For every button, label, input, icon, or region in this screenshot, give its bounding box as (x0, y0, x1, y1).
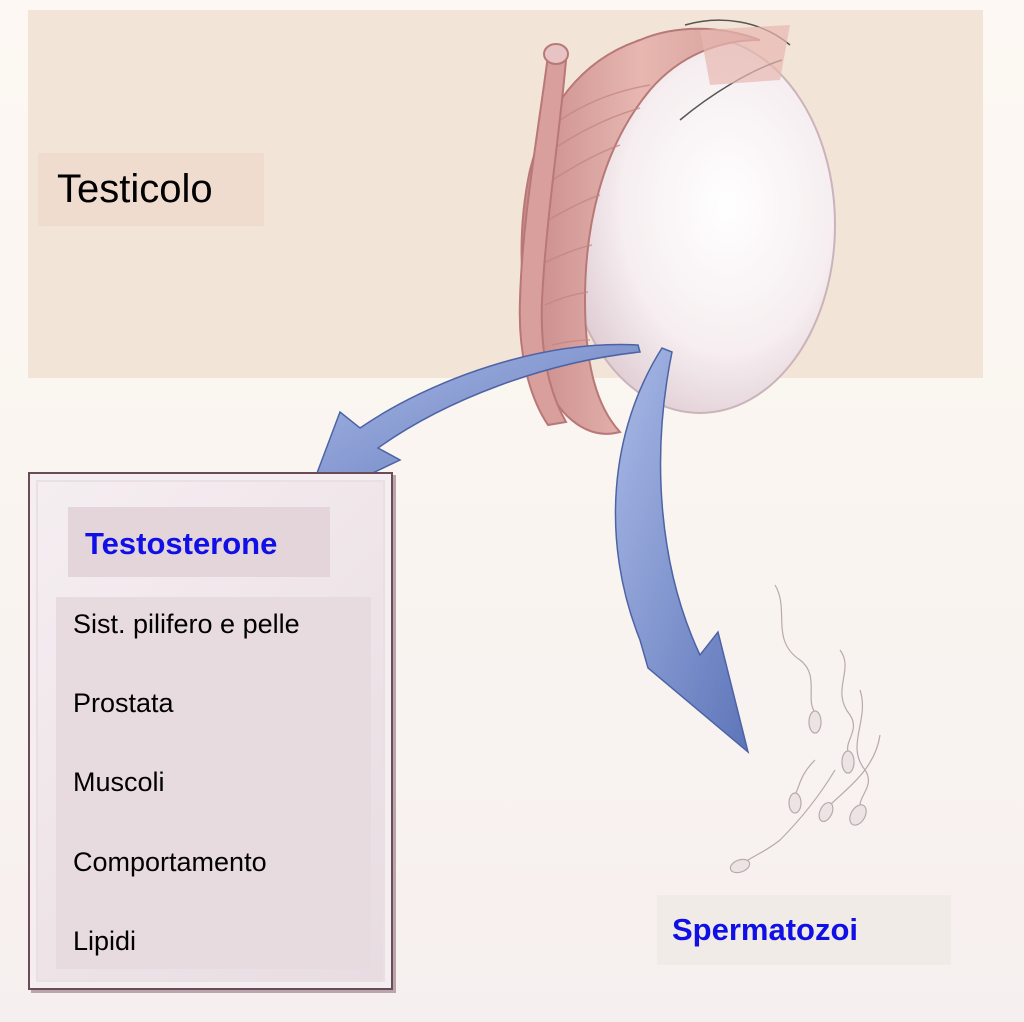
hormone-heading: Testosterone (85, 526, 278, 561)
arrow-to-spermatozoi (614, 347, 750, 755)
organ-title: Testicolo (57, 167, 213, 211)
hormone-heading-background (68, 507, 330, 577)
output-label: Spermatozoi (672, 912, 859, 947)
output-label-background (657, 895, 951, 965)
target-item: Muscoli (73, 767, 165, 797)
sperm-cells-illustration (729, 584, 881, 874)
title-background (38, 153, 264, 226)
target-item: Sist. pilifero e pelle (73, 609, 300, 639)
vas-deferens (518, 53, 568, 427)
target-item: Lipidi (73, 926, 137, 956)
target-item: Prostata (73, 688, 174, 718)
target-list-background (56, 597, 371, 969)
target-item: Comportamento (73, 847, 267, 877)
